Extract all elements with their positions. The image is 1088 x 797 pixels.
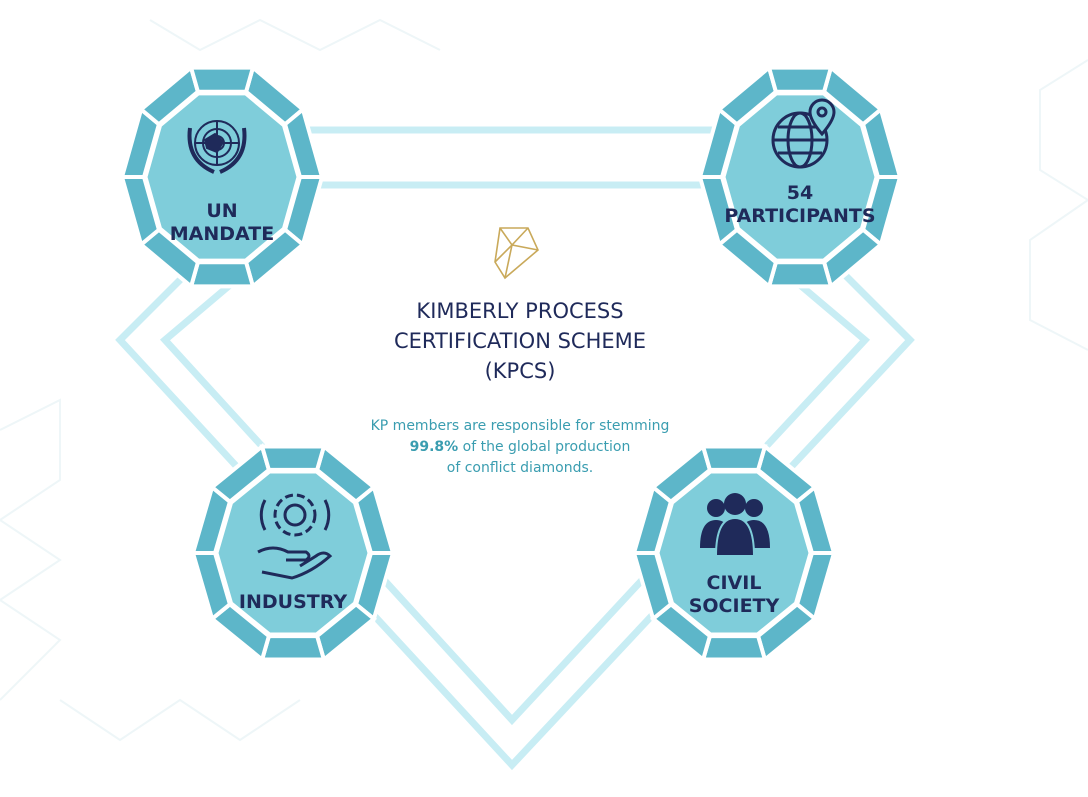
diamond-outline-outer bbox=[115, 267, 915, 771]
node-ring-segment bbox=[188, 65, 256, 94]
description: KP members are responsible for stemming … bbox=[330, 416, 710, 479]
node-ring-segment bbox=[766, 260, 834, 289]
title-line3: (KPCS) bbox=[484, 359, 556, 383]
gear-hand-icon bbox=[257, 493, 333, 580]
node-participants-line1: 54 bbox=[786, 182, 814, 204]
bg-pattern bbox=[149, 18, 441, 52]
description-line2-text: of the global production bbox=[462, 439, 631, 455]
diamond-icon bbox=[494, 227, 539, 280]
un-emblem-icon bbox=[187, 120, 247, 174]
bg-pattern bbox=[1029, 59, 1088, 351]
diamond-outline-inner bbox=[159, 282, 871, 726]
node-un-line2: MANDATE bbox=[169, 223, 275, 245]
node-industry-label: INDUSTRY bbox=[193, 591, 393, 614]
title-line1: KIMBERLY PROCESS bbox=[416, 299, 624, 323]
bg-pattern bbox=[0, 398, 62, 701]
node-civil-line1: CIVIL bbox=[706, 572, 762, 594]
node-ring-segment bbox=[259, 444, 327, 472]
people-group-icon bbox=[700, 493, 770, 557]
node-ring-segment bbox=[700, 634, 768, 662]
node-participants bbox=[697, 64, 903, 290]
page-title: KIMBERLY PROCESS CERTIFICATION SCHEME (K… bbox=[330, 296, 710, 386]
node-ring-segment bbox=[766, 65, 834, 94]
bg-pattern bbox=[59, 698, 301, 742]
node-ring-segment bbox=[700, 444, 768, 472]
highlight-stat: 99.8% bbox=[409, 439, 459, 455]
node-civil-line2: SOCIETY bbox=[688, 595, 780, 617]
node-inner bbox=[144, 92, 300, 262]
description-line2: 99.8% of the global production bbox=[330, 437, 710, 458]
description-line1: KP members are responsible for stemming bbox=[370, 418, 670, 434]
globe-pin-icon bbox=[771, 98, 836, 169]
description-line3: of conflict diamonds. bbox=[446, 460, 594, 476]
node-ring-segment bbox=[188, 260, 256, 289]
title-line2: CERTIFICATION SCHEME bbox=[393, 329, 647, 353]
node-participants-line2: PARTICIPANTS bbox=[724, 205, 876, 227]
node-un bbox=[119, 64, 325, 290]
node-industry-line1: INDUSTRY bbox=[238, 591, 348, 613]
node-un-line1: UN bbox=[206, 200, 238, 222]
node-ring-segment bbox=[259, 634, 327, 662]
node-inner bbox=[722, 92, 878, 262]
